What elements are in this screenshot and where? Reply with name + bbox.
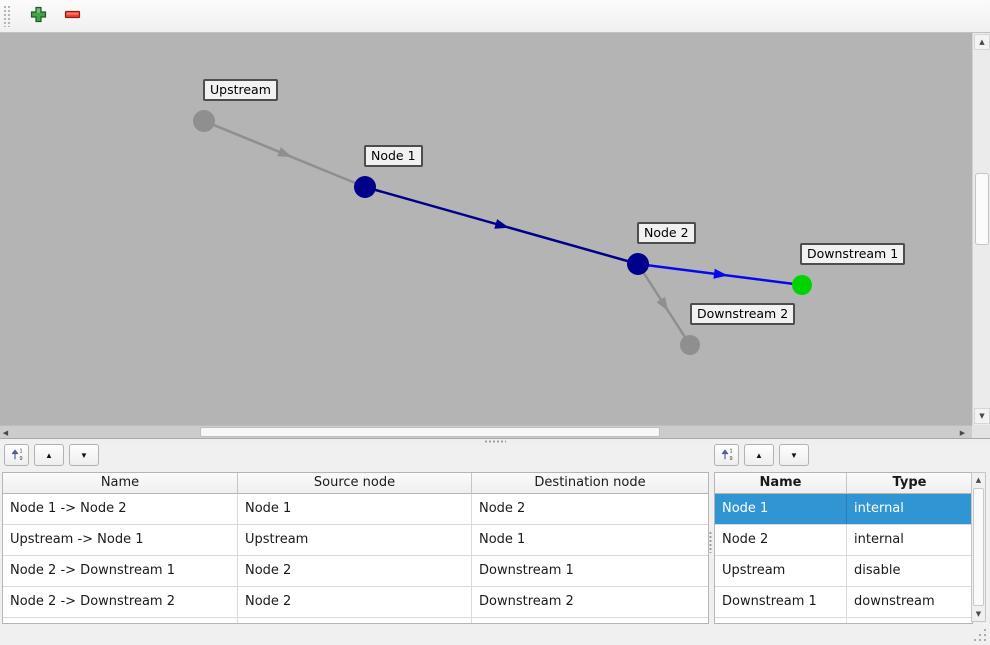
toolbar-drag-handle[interactable] bbox=[3, 5, 11, 27]
edges-table-header: Name Source node Destination node bbox=[3, 473, 708, 494]
nodes-table-row-selected[interactable]: Node 1 internal bbox=[715, 494, 972, 525]
cell-destination-node[interactable]: Downstream 1 bbox=[479, 563, 574, 578]
cell-source-node[interactable]: Node 2 bbox=[238, 587, 472, 617]
cell-node-name[interactable]: Node 1 bbox=[715, 494, 847, 524]
edge-node2-downstream1-arrow-icon bbox=[713, 268, 728, 279]
svg-text:1: 1 bbox=[19, 449, 22, 455]
scroll-down-icon[interactable]: ▼ bbox=[975, 610, 982, 618]
nodes-table-row[interactable]: Node 2 internal bbox=[715, 525, 972, 556]
cell-node-type[interactable]: internal bbox=[854, 532, 904, 547]
cell-destination-node[interactable]: Node 2 bbox=[479, 501, 526, 516]
up-triangle-icon: ▲ bbox=[755, 450, 763, 460]
edges-sort-button[interactable]: 1 9 bbox=[4, 444, 29, 466]
vertical-splitter[interactable] bbox=[707, 473, 714, 621]
cell-source-node[interactable]: Upstream bbox=[238, 525, 472, 555]
window-resize-grip-icon[interactable] bbox=[984, 639, 986, 641]
node-downstream2[interactable] bbox=[680, 335, 700, 355]
edge-upstream-node1-arrow-icon bbox=[277, 147, 292, 157]
cell-node-name[interactable]: Node 2 bbox=[715, 525, 847, 555]
cell-source-node[interactable]: Node 2 bbox=[238, 556, 472, 586]
cell-node-type[interactable]: internal bbox=[847, 494, 972, 524]
vertical-scrollbar-thumb[interactable] bbox=[975, 173, 989, 245]
canvas-horizontal-scrollbar[interactable]: ◀ ▶ bbox=[0, 425, 972, 438]
nodes-pane-toolbar: 1 9 ▲ ▼ bbox=[714, 444, 809, 466]
cell-destination-node[interactable]: Node 1 bbox=[479, 532, 526, 547]
nodes-table: Name Type Node 1 internal Node 2 interna… bbox=[714, 472, 973, 624]
node-node2[interactable] bbox=[627, 253, 649, 275]
edges-table-empty-row bbox=[3, 618, 708, 623]
plus-icon bbox=[30, 6, 47, 26]
node-label-downstream2[interactable]: Downstream 2 bbox=[690, 303, 796, 325]
edges-table-row[interactable]: Node 2 -> Downstream 2 Node 2 Downstream… bbox=[3, 587, 708, 618]
nodes-table-scrollbar[interactable]: ▲ ▼ bbox=[971, 472, 986, 622]
svg-text:1: 1 bbox=[729, 449, 732, 455]
nodes-move-down-button[interactable]: ▼ bbox=[779, 444, 809, 466]
minus-icon bbox=[64, 6, 81, 26]
column-header-name[interactable]: Name bbox=[715, 473, 847, 494]
edges-table: Name Source node Destination node Node 1… bbox=[2, 472, 709, 624]
column-header-type[interactable]: Type bbox=[847, 473, 972, 494]
horizontal-scrollbar-thumb[interactable] bbox=[200, 427, 660, 437]
nodes-table-scrollbar-thumb[interactable] bbox=[973, 488, 984, 606]
svg-text:9: 9 bbox=[19, 456, 22, 461]
edges-move-down-button[interactable]: ▼ bbox=[69, 444, 99, 466]
canvas-vertical-scrollbar[interactable]: ▲ ▼ bbox=[972, 33, 990, 425]
edges-table-row[interactable]: Node 2 -> Downstream 1 Node 2 Downstream… bbox=[3, 556, 708, 587]
cell-node-name[interactable]: Upstream bbox=[715, 556, 847, 586]
splitter-grip-icon bbox=[709, 531, 712, 553]
up-triangle-icon: ▲ bbox=[45, 450, 53, 460]
edges-move-up-button[interactable]: ▲ bbox=[34, 444, 64, 466]
main-toolbar bbox=[0, 0, 990, 33]
down-triangle-icon: ▼ bbox=[80, 450, 88, 460]
node-label-upstream[interactable]: Upstream bbox=[203, 79, 278, 101]
node-node1[interactable] bbox=[354, 176, 376, 198]
graph-svg bbox=[193, 110, 812, 355]
add-node-button[interactable] bbox=[25, 3, 51, 29]
sort-ascending-icon: 1 9 bbox=[720, 447, 734, 463]
column-header-name[interactable]: Name bbox=[3, 473, 238, 494]
cell-edge-name[interactable]: Node 2 -> Downstream 1 bbox=[3, 556, 238, 586]
edge-node2-downstream2-arrow-icon bbox=[656, 296, 669, 312]
column-header-destination-node[interactable]: Destination node bbox=[472, 473, 708, 494]
scroll-up-icon[interactable]: ▲ bbox=[974, 34, 990, 50]
node-upstream[interactable] bbox=[193, 110, 215, 132]
nodes-sort-button[interactable]: 1 9 bbox=[714, 444, 739, 466]
horizontal-splitter[interactable] bbox=[0, 438, 990, 445]
nodes-table-empty-row bbox=[715, 618, 972, 623]
edges-table-row[interactable]: Upstream -> Node 1 Upstream Node 1 bbox=[3, 525, 708, 556]
cell-node-type[interactable]: disable bbox=[854, 563, 901, 578]
graph-canvas[interactable]: Upstream Node 1 Node 2 Downstream 1 Down… bbox=[0, 33, 972, 425]
down-triangle-icon: ▼ bbox=[790, 450, 798, 460]
edge-node1-node2-arrow-icon bbox=[494, 219, 510, 229]
cell-destination-node[interactable]: Downstream 2 bbox=[479, 594, 574, 609]
cell-source-node[interactable]: Node 1 bbox=[238, 494, 472, 524]
cell-node-type[interactable]: downstream bbox=[854, 594, 935, 609]
node-label-downstream1[interactable]: Downstream 1 bbox=[800, 243, 906, 265]
svg-text:9: 9 bbox=[729, 456, 732, 461]
sort-ascending-icon: 1 9 bbox=[10, 447, 24, 463]
column-header-source-node[interactable]: Source node bbox=[238, 473, 472, 494]
scroll-left-icon[interactable]: ◀ bbox=[2, 428, 9, 437]
scroll-down-icon[interactable]: ▼ bbox=[974, 408, 990, 424]
edges-pane-toolbar: 1 9 ▲ ▼ bbox=[4, 444, 99, 466]
splitter-grip-icon bbox=[484, 440, 506, 443]
remove-node-button[interactable] bbox=[59, 3, 85, 29]
scroll-up-icon[interactable]: ▲ bbox=[975, 476, 982, 484]
node-downstream1[interactable] bbox=[792, 275, 812, 295]
edges-table-row[interactable]: Node 1 -> Node 2 Node 1 Node 2 bbox=[3, 494, 708, 525]
nodes-table-row[interactable]: Upstream disable bbox=[715, 556, 972, 587]
nodes-table-row[interactable]: Downstream 1 downstream bbox=[715, 587, 972, 618]
nodes-table-header: Name Type bbox=[715, 473, 972, 494]
node-label-node2[interactable]: Node 2 bbox=[637, 222, 696, 244]
cell-edge-name[interactable]: Upstream -> Node 1 bbox=[3, 525, 238, 555]
cell-edge-name[interactable]: Node 2 -> Downstream 2 bbox=[3, 587, 238, 617]
cell-edge-name[interactable]: Node 1 -> Node 2 bbox=[3, 494, 238, 524]
nodes-move-up-button[interactable]: ▲ bbox=[744, 444, 774, 466]
node-label-node1[interactable]: Node 1 bbox=[364, 145, 423, 167]
scrollbar-corner bbox=[972, 425, 990, 438]
cell-node-name[interactable]: Downstream 1 bbox=[715, 587, 847, 617]
scroll-right-icon[interactable]: ▶ bbox=[959, 428, 966, 437]
